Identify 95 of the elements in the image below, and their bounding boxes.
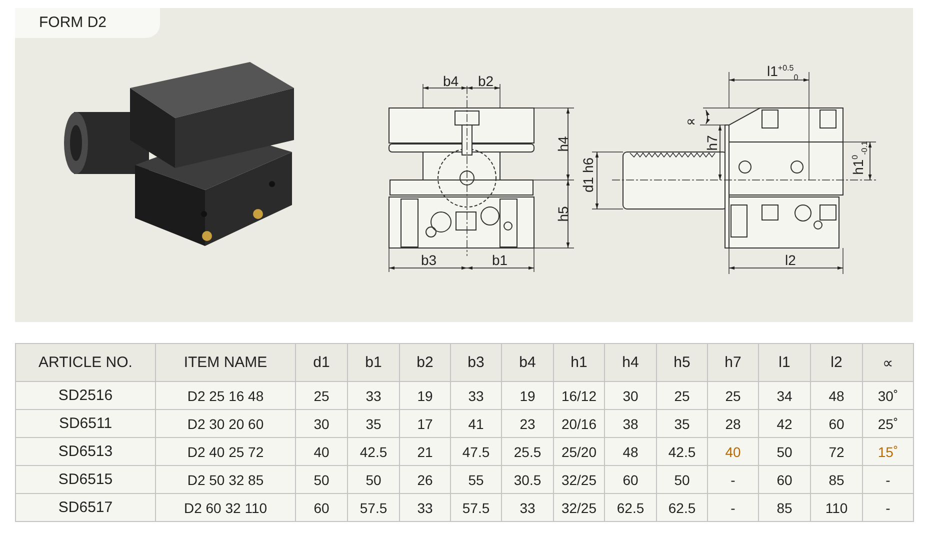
table-cell: 34 [758, 382, 810, 410]
table-cell: 40 [296, 438, 348, 466]
table-cell: 30 [296, 410, 348, 438]
column-header: ∝ [862, 344, 914, 382]
table-cell: 60 [810, 410, 862, 438]
table-cell: 30 [604, 382, 656, 410]
table-cell: 33 [400, 494, 450, 522]
dimension-label: b4 [443, 74, 459, 88]
table-cell: 19 [400, 382, 450, 410]
table-cell: SD6515 [16, 466, 156, 494]
column-header: h4 [604, 344, 656, 382]
table-cell: 30˚ [862, 382, 914, 410]
form-title: FORM D2 [15, 8, 160, 38]
table-cell: 41 [450, 410, 502, 438]
table-cell: 50 [348, 466, 400, 494]
table-cell: 21 [400, 438, 450, 466]
dimension-label: l2 [785, 253, 796, 267]
table-cell: 40 [708, 438, 758, 466]
table-cell: D2 60 32 110 [156, 494, 296, 522]
table-cell: 25˚ [862, 410, 914, 438]
column-header: ARTICLE NO. [16, 344, 156, 382]
table-cell: SD2516 [16, 382, 156, 410]
table-cell: 57.5 [348, 494, 400, 522]
table-cell: 60 [296, 494, 348, 522]
dimension-label: h4 [556, 136, 570, 152]
table-cell: 57.5 [450, 494, 502, 522]
dimension-label: h5 [556, 206, 570, 222]
table-cell: 33 [450, 382, 502, 410]
table-cell: 50 [758, 438, 810, 466]
table-cell: 72 [810, 438, 862, 466]
dimension-label: b3 [421, 253, 437, 267]
column-header: h5 [656, 344, 708, 382]
dimension-label: b2 [478, 74, 494, 88]
table-cell: 35 [656, 410, 708, 438]
table-cell: 25/20 [554, 438, 604, 466]
table-cell: D2 30 20 60 [156, 410, 296, 438]
table-cell: - [862, 466, 914, 494]
table-cell: SD6511 [16, 410, 156, 438]
table-cell: D2 25 16 48 [156, 382, 296, 410]
table-cell: D2 50 32 85 [156, 466, 296, 494]
column-header: ITEM NAME [156, 344, 296, 382]
table-cell: 38 [604, 410, 656, 438]
table-cell: 25 [708, 382, 758, 410]
column-header: b1 [348, 344, 400, 382]
table-cell: 62.5 [604, 494, 656, 522]
table-cell: 17 [400, 410, 450, 438]
table-cell: 48 [810, 382, 862, 410]
table-cell: SD6517 [16, 494, 156, 522]
table-cell: 33 [348, 382, 400, 410]
table-cell: 85 [810, 466, 862, 494]
table-cell: 32/25 [554, 494, 604, 522]
column-header: l2 [810, 344, 862, 382]
dimension-label: d1 h6 [581, 157, 595, 193]
table-cell: - [708, 466, 758, 494]
table-cell: 55 [450, 466, 502, 494]
table-cell: 48 [604, 438, 656, 466]
table-cell: 47.5 [450, 438, 502, 466]
table-cell: 15˚ [862, 438, 914, 466]
table-cell: 25.5 [502, 438, 554, 466]
dimension-label: b1 [492, 253, 508, 267]
column-header: b2 [400, 344, 450, 382]
column-header: h1 [554, 344, 604, 382]
table-cell: 50 [656, 466, 708, 494]
table-cell: 16/12 [554, 382, 604, 410]
column-header: h7 [708, 344, 758, 382]
table-cell: 35 [348, 410, 400, 438]
table-cell: 62.5 [656, 494, 708, 522]
column-header: d1 [296, 344, 348, 382]
column-header: l1 [758, 344, 810, 382]
column-header: b3 [450, 344, 502, 382]
table-cell: 42.5 [656, 438, 708, 466]
column-header: b4 [502, 344, 554, 382]
table-cell: 32/25 [554, 466, 604, 494]
table-cell: 25 [296, 382, 348, 410]
table-cell: 50 [296, 466, 348, 494]
table-cell: - [708, 494, 758, 522]
table-cell: 42.5 [348, 438, 400, 466]
table-cell: - [862, 494, 914, 522]
table-cell: 26 [400, 466, 450, 494]
table-cell: SD6513 [16, 438, 156, 466]
table-cell: 33 [502, 494, 554, 522]
table-cell: 30.5 [502, 466, 554, 494]
dimension-label: h7 [705, 135, 719, 151]
table-cell: 85 [758, 494, 810, 522]
table-cell: 60 [604, 466, 656, 494]
table-cell: 23 [502, 410, 554, 438]
table-cell: 20/16 [554, 410, 604, 438]
table-cell: 28 [708, 410, 758, 438]
table-cell: 25 [656, 382, 708, 410]
table-cell: 110 [810, 494, 862, 522]
table-cell: 19 [502, 382, 554, 410]
table-cell: 60 [758, 466, 810, 494]
table-cell: 42 [758, 410, 810, 438]
table-cell: D2 40 25 72 [156, 438, 296, 466]
dimension-label: ∝ [686, 114, 696, 128]
